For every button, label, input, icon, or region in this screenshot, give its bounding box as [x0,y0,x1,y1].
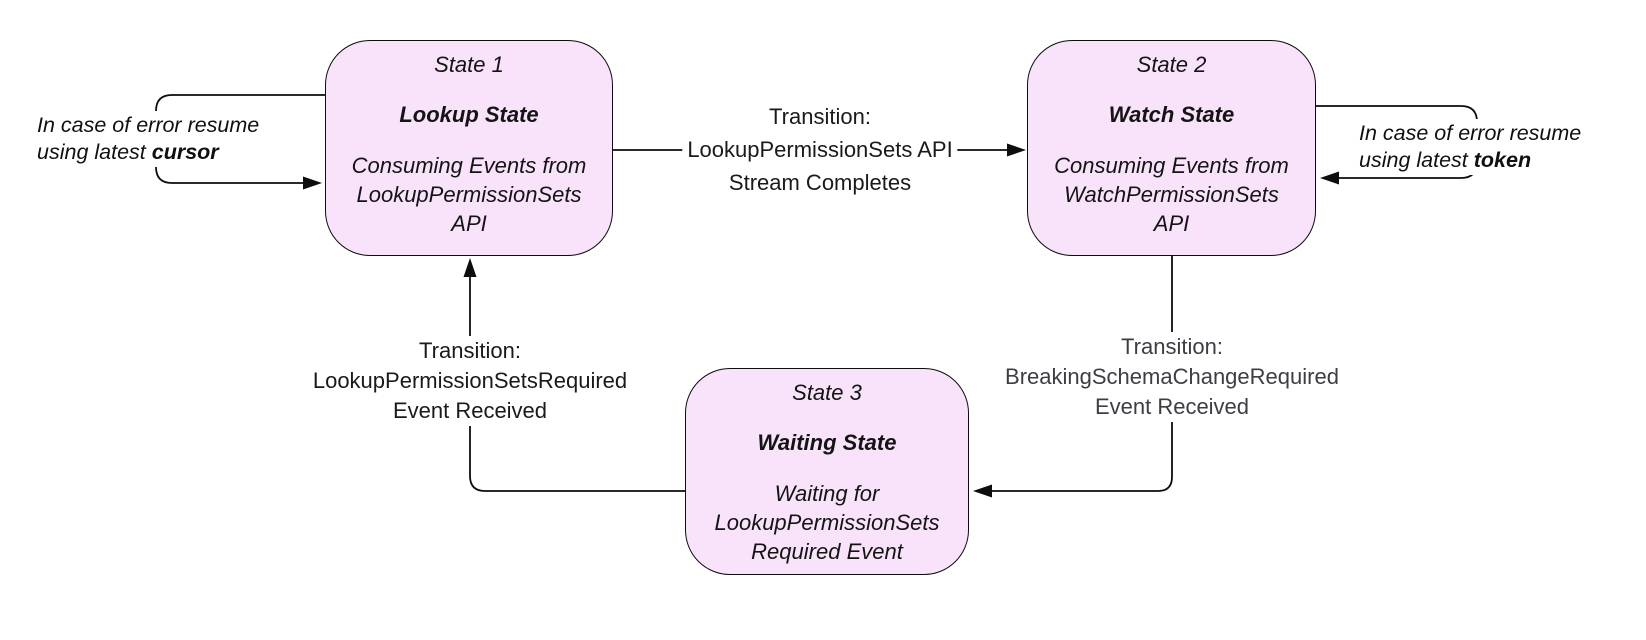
transition-label-breaking-schema-change: Transition: BreakingSchemaChangeRequired… [1000,332,1344,422]
transition-label-stream-completes: Transition: LookupPermissionSets API Str… [682,100,958,199]
arrowhead-error-loop-state1 [303,176,322,190]
arrow-state2-to-state3 [991,256,1173,492]
transition-title: Transition: [682,100,958,133]
state-number: State 1 [434,52,504,77]
note-line-2: using latest [1359,148,1474,172]
transition-label-lookup-required: Transition: LookupPermissionSetsRequired… [307,336,633,426]
error-resume-note-cursor: In case of error resume using latest cur… [34,111,263,167]
note-keyword: cursor [151,140,219,164]
state-description: Consuming Events from LookupPermissionSe… [351,153,587,236]
transition-event: LookupPermissionSets API [682,133,958,166]
state-description: Consuming Events from WatchPermissionSet… [1054,153,1289,236]
transition-title: Transition: [307,336,633,366]
arrowhead-state3-to-state1 [463,258,477,277]
note-line-1: In case of error resume [1359,121,1582,145]
transition-event: BreakingSchemaChangeRequired [1000,362,1344,392]
state-description: Waiting for LookupPermissionSets Require… [714,481,940,564]
state-number: State 2 [1136,52,1207,77]
state-box-watch: State 2 Watch State Consuming Events fro… [1027,40,1316,256]
transition-detail: Stream Completes [682,166,958,199]
state-name: Waiting State [757,430,897,455]
transition-title: Transition: [1000,332,1344,362]
transition-detail: Event Received [307,396,633,426]
note-line-1: In case of error resume [37,113,260,137]
transition-event: LookupPermissionSetsRequired [307,366,633,396]
transition-detail: Event Received [1000,392,1344,422]
arrowhead-state1-to-state2 [1007,143,1026,157]
state-box-waiting: State 3 Waiting State Waiting for Lookup… [685,368,969,575]
state-box-lookup: State 1 Lookup State Consuming Events fr… [325,40,613,256]
state-number: State 3 [792,380,862,405]
note-line-2: using latest [37,140,152,164]
arrowhead-state2-to-state3 [973,484,992,498]
arrow-state3-to-state1 [469,276,685,492]
state-name: Watch State [1108,102,1235,127]
error-resume-note-token: In case of error resume using latest tok… [1356,119,1585,175]
note-keyword: token [1473,148,1532,172]
state-name: Lookup State [399,102,539,127]
arrowhead-error-loop-state2 [1320,171,1339,185]
